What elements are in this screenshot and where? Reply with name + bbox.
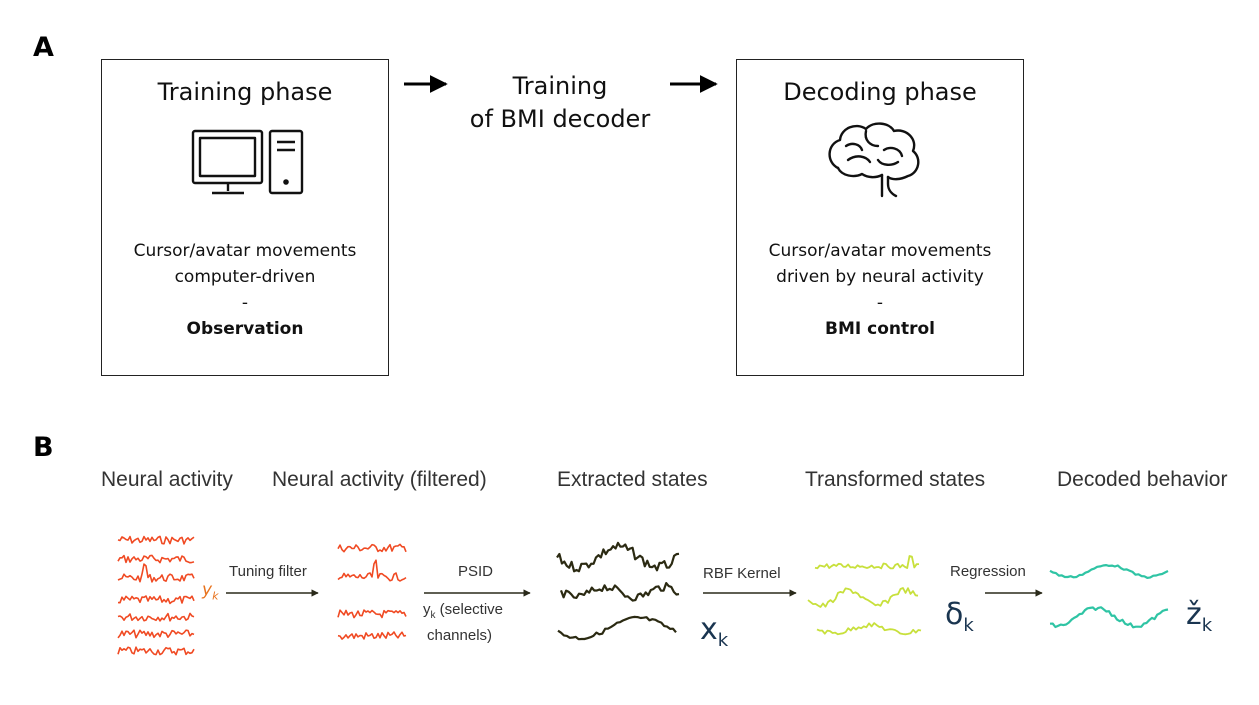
neural-activity-trace: [117, 629, 195, 639]
filtered-activity-trace: [337, 609, 407, 619]
psid-y-subscript: k: [430, 610, 436, 621]
delta-symbol: δk: [945, 597, 974, 636]
filtered-activity-trace: [337, 543, 407, 553]
neural-activity-trace: [117, 595, 195, 605]
training-phase-title: Training phase: [157, 78, 333, 106]
regression-label: Regression: [950, 563, 1026, 580]
x-symbol-base: x: [700, 612, 718, 647]
training-decoder-line2: of BMI decoder: [469, 105, 651, 133]
transformed-state-trace: [814, 555, 920, 570]
psid-note-line1: yk (selective: [423, 600, 503, 626]
rbf-kernel-label: RBF Kernel: [703, 565, 781, 582]
training-decoder-label: Training of BMI decoder: [430, 70, 690, 136]
panel-a-label: A: [33, 32, 54, 63]
decoding-desc-line1: Cursor/avatar movements: [768, 241, 992, 261]
neural-activity-trace: [117, 646, 195, 656]
training-desc-line1: Cursor/avatar movements: [133, 241, 357, 261]
extracted-state-trace: [559, 582, 680, 602]
z-symbol-subscript: k: [1201, 615, 1213, 636]
training-desc-mode: Observation: [186, 319, 304, 339]
transformed-state-trace: [807, 587, 919, 608]
training-decoder-line1: Training: [512, 72, 608, 100]
decoded-behavior-trace: [1049, 606, 1169, 629]
filtered-activity-trace: [337, 631, 407, 640]
psid-label: PSID: [458, 563, 494, 580]
delta-symbol-base: δ: [945, 597, 964, 632]
z-symbol: žk: [1186, 597, 1212, 636]
training-phase-box: Training phase Cursor/avatar movements c…: [101, 59, 389, 376]
delta-symbol-subscript: k: [963, 615, 974, 636]
brain-icon: [828, 122, 920, 198]
y-symbol-subscript: k: [212, 589, 219, 603]
panel-b-label: B: [33, 432, 54, 463]
tuning-filter-label: Tuning filter: [229, 563, 307, 580]
computer-icon: [191, 129, 304, 195]
psid-y-symbol: y: [423, 601, 431, 618]
training-phase-description: Cursor/avatar movements computer-driven …: [102, 238, 388, 342]
stage-title-decoded-behavior: Decoded behavior: [1057, 468, 1228, 491]
extracted-state-trace: [557, 615, 677, 641]
decoding-desc-line2: driven by neural activity: [776, 267, 984, 287]
psid-note-line2: channels): [427, 627, 493, 644]
training-desc-separator: -: [241, 293, 249, 313]
decoding-desc-separator: -: [876, 293, 884, 313]
neural-activity-trace: [117, 554, 195, 564]
training-desc-line2: computer-driven: [174, 267, 316, 287]
extracted-state-trace: [556, 541, 680, 573]
z-symbol-base: ž: [1186, 597, 1202, 632]
stage-title-neural-activity-filtered: Neural activity (filtered): [272, 468, 487, 491]
x-symbol: xk: [700, 612, 728, 651]
psid-note: yk (selective channels): [423, 600, 503, 646]
psid-note-line1-text: (selective: [439, 601, 504, 618]
filtered-activity-trace: [337, 559, 407, 582]
x-symbol-subscript: k: [717, 630, 729, 651]
decoding-phase-description: Cursor/avatar movements driven by neural…: [737, 238, 1023, 342]
stage-title-extracted-states: Extracted states: [557, 468, 708, 491]
stage-title-neural-activity: Neural activity: [101, 468, 233, 491]
decoded-behavior-trace: [1049, 564, 1169, 579]
neural-activity-trace: [117, 612, 195, 622]
neural-activity-trace: [117, 535, 195, 545]
neural-activity-trace: [117, 563, 195, 583]
stage-title-transformed-states: Transformed states: [805, 468, 986, 491]
decoding-desc-mode: BMI control: [825, 319, 935, 339]
transformed-state-trace: [816, 622, 922, 636]
y-symbol-base: y: [202, 580, 213, 600]
decoding-phase-title: Decoding phase: [783, 78, 977, 106]
y-symbol: yk: [202, 580, 218, 602]
decoding-phase-box: Decoding phase Cursor/avatar movements d…: [736, 59, 1024, 376]
